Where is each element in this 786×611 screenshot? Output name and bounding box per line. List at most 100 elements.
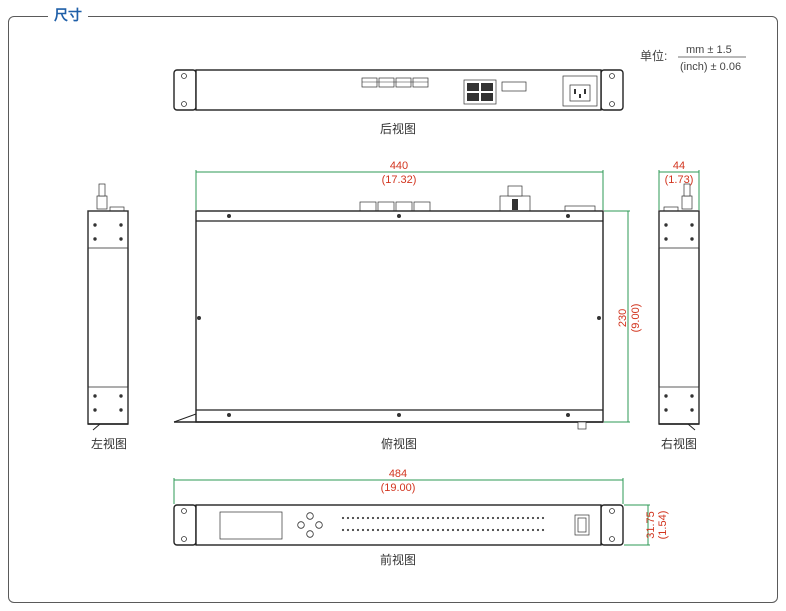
- dim-depth-mm: 440: [390, 160, 408, 172]
- front-nav-buttons: [297, 512, 323, 538]
- dim-side-in: (1.73): [665, 174, 694, 186]
- front-led: [416, 516, 420, 520]
- front-led: [421, 516, 425, 520]
- front-led: [361, 516, 365, 520]
- front-led: [471, 528, 475, 532]
- dim-width-in: (9.00): [630, 304, 642, 333]
- front-led: [341, 516, 345, 520]
- front-led: [361, 528, 365, 532]
- front-led: [351, 528, 355, 532]
- rear-left-ear: [173, 69, 197, 111]
- right-screws: [664, 223, 694, 412]
- left-screws: [93, 223, 123, 412]
- front-led: [396, 516, 400, 520]
- dim-depth-in: (17.32): [382, 174, 417, 186]
- front-led: [416, 528, 420, 532]
- front-led: [381, 528, 385, 532]
- front-led: [536, 516, 540, 520]
- front-led: [436, 528, 440, 532]
- dim-height: 31.75 (1.54): [624, 504, 669, 546]
- front-view-label: 前视图: [380, 552, 416, 567]
- front-led: [421, 528, 425, 532]
- rear-terminal-blocks: [361, 77, 429, 88]
- rear-rj45-ports: [463, 79, 497, 105]
- rear-power-socket: [562, 75, 598, 107]
- front-view: 484 (19.00) 31.75 (1.54) 前视图: [173, 468, 669, 567]
- front-led: [466, 528, 470, 532]
- front-led: [431, 528, 435, 532]
- top-screws: [197, 214, 601, 417]
- front-led: [481, 528, 485, 532]
- front-led: [346, 516, 350, 520]
- top-view: 440 (17.32) 230 (9.00) 俯视图: [173, 160, 642, 451]
- front-led: [341, 528, 345, 532]
- right-view-label: 右视图: [661, 436, 697, 451]
- front-led: [471, 516, 475, 520]
- front-led-row-1: [341, 516, 545, 520]
- drawing-frame: [8, 16, 778, 603]
- dim-side: 44 (1.73): [658, 160, 700, 210]
- front-led: [461, 528, 465, 532]
- rear-db-port: [501, 81, 527, 92]
- front-right-ear: [600, 504, 624, 546]
- front-led: [376, 528, 380, 532]
- rear-panel: [195, 69, 602, 111]
- front-led: [446, 516, 450, 520]
- front-led: [521, 516, 525, 520]
- front-led: [381, 516, 385, 520]
- front-led: [441, 528, 445, 532]
- front-led: [371, 528, 375, 532]
- front-led: [496, 516, 500, 520]
- left-view: 左视图: [87, 183, 129, 451]
- rear-right-ear: [600, 69, 624, 111]
- front-led: [491, 516, 495, 520]
- front-led: [506, 528, 510, 532]
- front-led: [356, 528, 360, 532]
- front-led: [376, 516, 380, 520]
- front-led: [516, 516, 520, 520]
- front-led: [411, 516, 415, 520]
- top-db-connector: [499, 185, 531, 213]
- left-view-label: 左视图: [91, 436, 127, 451]
- front-led: [346, 528, 350, 532]
- dim-side-mm: 44: [673, 160, 685, 172]
- top-chassis: [195, 210, 604, 423]
- right-connector: [681, 195, 693, 210]
- front-led: [476, 516, 480, 520]
- front-led: [406, 516, 410, 520]
- front-led: [431, 516, 435, 520]
- front-led: [351, 516, 355, 520]
- right-chassis: [658, 210, 700, 425]
- front-led: [511, 516, 515, 520]
- front-led: [426, 516, 430, 520]
- front-led: [501, 516, 505, 520]
- front-led: [391, 528, 395, 532]
- dim-width-mm: 230: [617, 309, 629, 327]
- dim-depth: 440 (17.32): [195, 160, 604, 210]
- left-chassis: [87, 210, 129, 425]
- front-led: [531, 528, 535, 532]
- section-title: 尺寸: [48, 7, 88, 25]
- front-led: [386, 516, 390, 520]
- front-led: [366, 528, 370, 532]
- front-led: [476, 528, 480, 532]
- front-led: [441, 516, 445, 520]
- dim-front-in: (19.00): [381, 482, 416, 494]
- unit-inch: (inch) ± 0.06: [680, 61, 741, 73]
- front-led: [481, 516, 485, 520]
- front-led: [511, 528, 515, 532]
- front-led: [451, 528, 455, 532]
- front-power-switch: [574, 514, 590, 536]
- front-led: [366, 516, 370, 520]
- unit-legend: 单位: mm ± 1.5 (inch) ± 0.06: [640, 44, 746, 73]
- front-led: [401, 528, 405, 532]
- dim-height-mm: 31.75: [645, 511, 657, 539]
- unit-mm: mm ± 1.5: [686, 44, 732, 56]
- front-led: [356, 516, 360, 520]
- front-led: [451, 516, 455, 520]
- front-led: [466, 516, 470, 520]
- dim-front-mm: 484: [389, 468, 407, 480]
- front-led: [446, 528, 450, 532]
- front-led: [456, 528, 460, 532]
